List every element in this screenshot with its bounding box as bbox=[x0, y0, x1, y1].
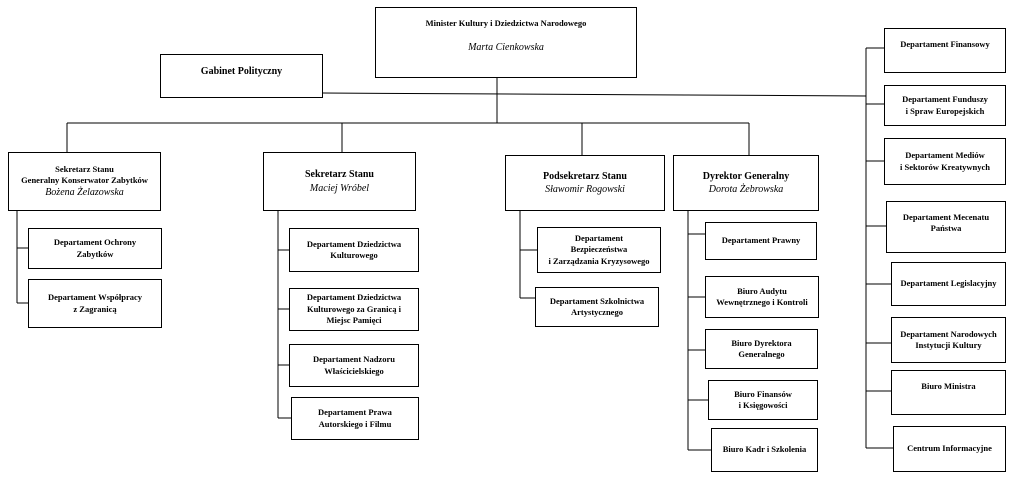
unit-centrum-informacyjne: Centrum Informacyjne bbox=[893, 426, 1006, 472]
podsekretarz-box: Podsekretarz Stanu Sławomir Rogowski bbox=[505, 155, 665, 211]
sekretarz-konserwator-name: Bożena Żelazowska bbox=[45, 187, 124, 199]
podsekretarz-title: Podsekretarz Stanu bbox=[543, 170, 627, 182]
unit-szkolnictwo-artystyczne: Departament Szkolnictwa Artystycznego bbox=[535, 287, 659, 327]
unit-biuro-kadr: Biuro Kadr i Szkolenia bbox=[711, 428, 818, 472]
unit-ochrona-zabytkow: Departament Ochrony Zabytków bbox=[28, 228, 162, 269]
sekretarz-wrobel-name: Maciej Wróbel bbox=[309, 182, 370, 194]
unit-biuro-finansow: Biuro Finansów i Księgowości bbox=[708, 380, 818, 420]
podsekretarz-name: Sławomir Rogowski bbox=[545, 184, 625, 196]
unit-bezpieczenstwo: Departament Bezpieczeństwa i Zarządzania… bbox=[537, 227, 661, 273]
sekretarz-wrobel-title: Sekretarz Stanu bbox=[305, 169, 374, 181]
dyrektor-title: Dyrektor Generalny bbox=[702, 170, 790, 182]
minister-name: Marta Cienkowska bbox=[468, 42, 544, 54]
unit-biuro-audytu: Biuro Audytu Wewnętrznego i Kontroli bbox=[705, 276, 819, 318]
unit-biuro-dyrektora: Biuro Dyrektora Generalnego bbox=[705, 329, 818, 369]
sekretarz-wrobel-box: Sekretarz Stanu Maciej Wróbel bbox=[263, 152, 416, 211]
unit-dziedzictwo-za-granica: Departament Dziedzictwa Kulturowego za G… bbox=[289, 288, 419, 331]
unit-departament-prawny: Departament Prawny bbox=[705, 222, 817, 260]
unit-wspolpraca-zagranica: Departament Współpracy z Zagranicą bbox=[28, 279, 162, 328]
unit-dziedzictwo-kulturowe: Departament Dziedzictwa Kulturowego bbox=[289, 228, 419, 272]
unit-departament-funduszy: Departament Funduszy i Spraw Europejskic… bbox=[884, 85, 1006, 126]
gabinet-box: Gabinet Polityczny bbox=[160, 54, 323, 98]
unit-biuro-ministra: Biuro Ministra bbox=[891, 370, 1006, 415]
minister-box: Minister Kultury i Dziedzictwa Narodoweg… bbox=[375, 7, 637, 78]
unit-departament-mecenatu: Departament Mecenatu Państwa bbox=[886, 201, 1006, 253]
sekretarz-konserwator-title: Sekretarz Stanu Generalny Konserwator Za… bbox=[21, 163, 148, 185]
unit-departament-mediow: Departament Mediów i Sektorów Kreatywnyc… bbox=[884, 138, 1006, 185]
sekretarz-konserwator-box: Sekretarz Stanu Generalny Konserwator Za… bbox=[8, 152, 161, 211]
dyrektor-name: Dorota Żebrowska bbox=[708, 184, 784, 196]
unit-prawo-autorskie: Departament Prawa Autorskiego i Filmu bbox=[291, 397, 419, 440]
unit-departament-instytucji: Departament Narodowych Instytucji Kultur… bbox=[891, 317, 1006, 363]
unit-nadzor-wlascicielski: Departament Nadzoru Właścicielskiego bbox=[289, 344, 419, 387]
gabinet-title: Gabinet Polityczny bbox=[200, 66, 283, 77]
dyrektor-box: Dyrektor Generalny Dorota Żebrowska bbox=[673, 155, 819, 211]
minister-title: Minister Kultury i Dziedzictwa Narodoweg… bbox=[425, 18, 587, 28]
unit-departament-finansowy: Departament Finansowy bbox=[884, 28, 1006, 73]
unit-departament-legislacyjny: Departament Legislacyjny bbox=[891, 262, 1006, 306]
